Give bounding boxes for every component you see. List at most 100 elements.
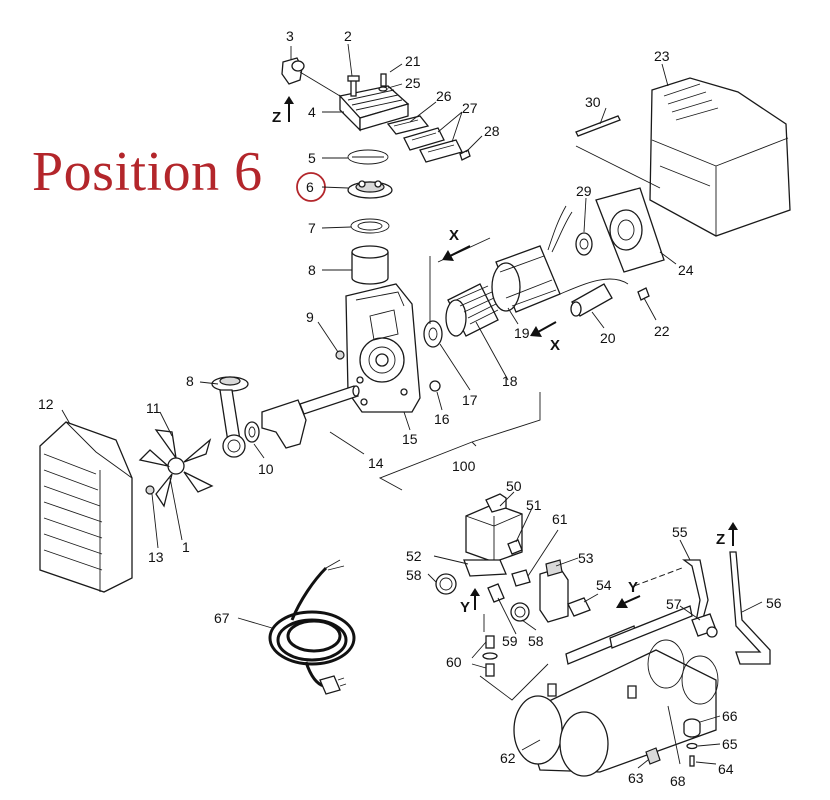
axis-z-right-arrow: Z <box>716 522 738 548</box>
part-21-bolt <box>380 73 387 87</box>
part-25-washer <box>378 86 388 92</box>
part-61-tee-fitting <box>511 569 531 587</box>
part-51-fitting <box>507 539 523 555</box>
axis-x-top-arrow: X <box>442 227 471 261</box>
part-11-fan <box>138 429 214 508</box>
callout-25: 25 <box>405 75 421 91</box>
svg-text:X: X <box>550 337 560 354</box>
callout-2: 2 <box>344 28 352 44</box>
callout-56: 56 <box>766 595 782 611</box>
callout-18: 18 <box>502 373 518 389</box>
callout-24: 24 <box>678 262 694 278</box>
callout-22: 22 <box>654 323 670 339</box>
callout-3: 3 <box>286 28 294 44</box>
callout-55: 55 <box>672 524 688 540</box>
callout-58-left: 58 <box>406 567 422 583</box>
callout-15: 15 <box>402 431 418 447</box>
callout-19: 19 <box>514 325 530 341</box>
callout-54: 54 <box>596 577 612 593</box>
callout-68: 68 <box>670 773 686 789</box>
callout-58-right: 58 <box>528 633 544 649</box>
part-12-fan-guard <box>39 421 133 593</box>
part-60-fittings <box>482 635 498 677</box>
part-8-connecting-rod <box>211 376 249 458</box>
callout-29: 29 <box>576 183 592 199</box>
part-24-end-shield <box>595 187 665 273</box>
part-53-regulator <box>539 559 569 623</box>
part-50-pressure-switch <box>465 493 523 563</box>
axis-y-right-arrow: Y <box>616 579 641 608</box>
callout-21: 21 <box>405 53 421 69</box>
part-2-bolt <box>347 75 360 97</box>
callout-5: 5 <box>308 150 316 166</box>
svg-text:Y: Y <box>628 579 638 596</box>
callout-63: 63 <box>628 770 644 786</box>
axis-z-top-arrow: Z <box>272 96 294 126</box>
callout-leaders <box>61 43 763 769</box>
motor-wiring <box>547 205 629 295</box>
callout-52: 52 <box>406 548 422 564</box>
part-10-bearing <box>244 421 260 443</box>
part-66-rubber-foot <box>683 718 701 738</box>
axis-y-left-arrow: Y <box>460 588 480 616</box>
callout-14: 14 <box>368 455 384 471</box>
callout-16: 16 <box>434 411 450 427</box>
part-57-check-valve <box>691 613 718 638</box>
part-13-screw <box>145 485 155 495</box>
part-55-tube <box>633 559 709 623</box>
callout-62: 62 <box>500 750 516 766</box>
callout-17: 17 <box>462 392 478 408</box>
part-52-manifold <box>463 559 507 577</box>
callout-53: 53 <box>578 550 594 566</box>
part-16-nut <box>429 380 441 392</box>
callout-57: 57 <box>666 596 682 612</box>
callout-28: 28 <box>484 123 500 139</box>
callout-67: 67 <box>214 610 230 626</box>
callout-numbers: 3 2 21 25 4 26 27 28 5 6 7 8 9 17 18 19 … <box>38 28 782 789</box>
callout-20: 20 <box>600 330 616 346</box>
part-56-discharge-tube <box>729 551 771 665</box>
part-4-cylinder-head <box>338 85 410 132</box>
callout-4: 4 <box>308 104 316 120</box>
part-17-bearing <box>423 320 443 348</box>
callout-30: 30 <box>585 94 601 110</box>
part-7-gasket <box>350 218 390 234</box>
part-63-drain-valve <box>645 747 661 765</box>
part-30-tie-rod <box>575 115 621 137</box>
callout-64: 64 <box>718 761 734 777</box>
part-20-capacitor <box>570 283 613 317</box>
callout-27: 27 <box>462 100 478 116</box>
part-67-power-cord <box>268 559 356 695</box>
part-18-rotor <box>445 283 499 337</box>
callout-8-sleeve: 8 <box>308 262 316 278</box>
part-9-nut <box>335 350 345 360</box>
callout-50: 50 <box>506 478 522 494</box>
callout-65: 65 <box>722 736 738 752</box>
axis-x-bottom-arrow: X <box>530 321 560 354</box>
part-22-screw <box>637 287 650 301</box>
part-29-bearing <box>575 232 593 256</box>
part-19-stator <box>491 245 561 313</box>
callout-12: 12 <box>38 396 54 412</box>
svg-text:Y: Y <box>460 599 470 616</box>
part-27-valve-assembly <box>403 127 463 163</box>
callout-1: 1 <box>182 539 190 555</box>
part-54-coupler <box>567 597 591 617</box>
callout-8-rod: 8 <box>186 373 194 389</box>
callout-13: 13 <box>148 549 164 565</box>
callout-11: 11 <box>146 400 161 416</box>
callout-10: 10 <box>258 461 274 477</box>
svg-text:Z: Z <box>272 109 281 126</box>
callout-51: 51 <box>526 497 542 513</box>
callout-9: 9 <box>306 309 314 325</box>
svg-text:Z: Z <box>716 531 725 548</box>
part-62-air-tanks <box>513 605 719 777</box>
part-14-crankshaft <box>261 385 360 449</box>
callout-100: 100 <box>452 458 476 474</box>
part-6-valve-plate-highlighted <box>347 180 393 199</box>
callout-60: 60 <box>446 654 462 670</box>
part-23-motor-cover <box>649 77 791 237</box>
callout-59: 59 <box>502 633 518 649</box>
